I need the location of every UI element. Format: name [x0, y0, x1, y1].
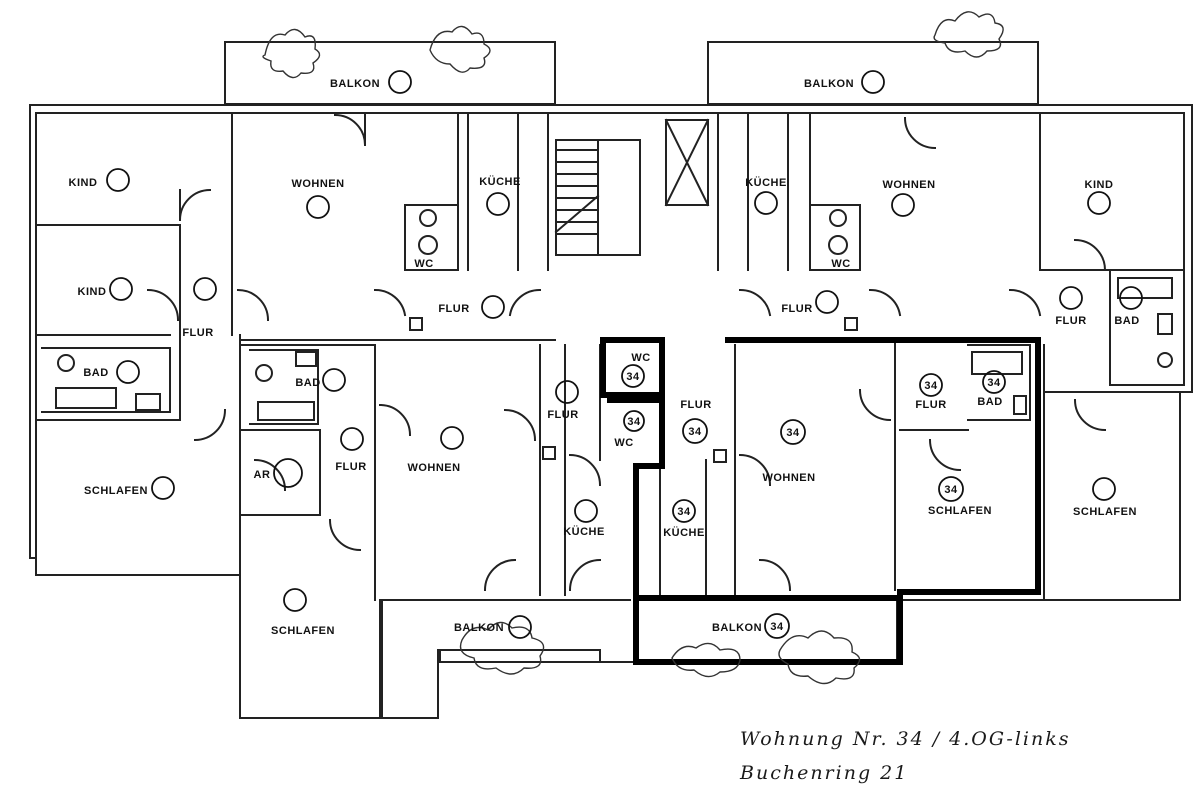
shaft-2 [844, 317, 858, 331]
shrub-5 [671, 642, 741, 678]
shrub-2 [429, 25, 491, 73]
room-label-bad-3: BAD [1114, 315, 1139, 327]
room-marker [815, 290, 839, 314]
unit-34-wohnen-number: 34 [786, 427, 800, 439]
room-label-flur-1: FLUR [182, 327, 213, 339]
room-marker [861, 70, 885, 94]
unit-34-wc-a-number: 34 [626, 371, 640, 383]
room-label-kueche-34: KÜCHE [663, 526, 705, 539]
room-label-kind-2: KIND [78, 286, 107, 298]
room-marker [340, 427, 364, 451]
room-label-balkon-34: BALKON [712, 622, 762, 634]
shrub-6 [778, 630, 861, 685]
caption-apartment: Wohnung Nr. 34 / 4.OG-links [740, 728, 1071, 750]
room-label-bad-2: BAD [295, 377, 320, 389]
elevator [665, 119, 709, 206]
room-label-kind-1: KIND [69, 177, 98, 189]
room-marker-34 [982, 370, 1006, 394]
shrub-1 [262, 28, 321, 79]
room-label-wohnen-34: WOHNEN [762, 472, 815, 484]
room-label-schlafen-1: SCHLAFEN [84, 485, 148, 497]
room-marker [754, 191, 778, 215]
room-label-flur-2: FLUR [438, 303, 469, 315]
room-label-kueche-1: KÜCHE [479, 175, 521, 188]
unit-34-bad-number: 34 [987, 377, 1001, 389]
room-marker [1119, 286, 1143, 310]
room-label-wc-34b: WC [614, 437, 633, 449]
room-marker [388, 70, 412, 94]
room-marker [1059, 286, 1083, 310]
room-label-balkon-nw: BALKON [330, 78, 380, 90]
room-marker [193, 277, 217, 301]
balkon-nw-outline [224, 41, 556, 105]
room-label-bad-34: BAD [977, 396, 1002, 408]
room-label-schlafen-3: SCHLAFEN [1073, 506, 1137, 518]
unit-34-flur-a-number: 34 [688, 426, 702, 438]
room-marker [440, 426, 464, 450]
room-label-flur-34b: FLUR [915, 399, 946, 411]
apartment-34-boundary [600, 337, 1041, 665]
room-marker [1092, 477, 1116, 501]
room-marker [116, 360, 140, 384]
room-label-balkon-ne: BALKON [804, 78, 854, 90]
unit-34-balkon-number: 34 [770, 621, 784, 633]
room-marker-34 [623, 410, 645, 432]
room-marker [486, 192, 510, 216]
room-label-ar: AR [254, 469, 271, 481]
room-label-kueche-3: KÜCHE [563, 525, 605, 538]
unit-34-wc-b-number: 34 [627, 416, 641, 428]
room-label-kueche-2: KÜCHE [745, 176, 787, 189]
shrub-4 [459, 621, 545, 675]
room-label-flur-4: FLUR [1055, 315, 1086, 327]
unit-34-schlafen-number: 34 [944, 484, 958, 496]
unit-34-kueche-number: 34 [677, 506, 691, 518]
room-label-kind-3: KIND [1085, 179, 1114, 191]
room-marker-34 [764, 613, 790, 639]
room-label-schlafen-34: SCHLAFEN [928, 505, 992, 517]
room-label-flur-6: FLUR [547, 409, 578, 421]
shaft-4 [713, 449, 727, 463]
room-marker [151, 476, 175, 500]
room-label-balkon-sw: BALKON [454, 622, 504, 634]
room-marker-34 [780, 419, 806, 445]
room-marker [106, 168, 130, 192]
room-marker [322, 368, 346, 392]
room-marker-34 [621, 364, 645, 388]
room-label-wohnen-2: WOHNEN [407, 462, 460, 474]
room-label-wohnen-3: WOHNEN [882, 179, 935, 191]
room-marker [273, 458, 303, 488]
room-marker-34 [672, 499, 696, 523]
room-marker [283, 588, 307, 612]
building-outline [29, 104, 1193, 719]
room-marker [891, 193, 915, 217]
room-marker [508, 615, 532, 639]
room-label-wohnen-1: WOHNEN [291, 178, 344, 190]
shaft-3 [542, 446, 556, 460]
room-marker [109, 277, 133, 301]
room-marker [306, 195, 330, 219]
room-label-flur-34a: FLUR [680, 399, 711, 411]
shaft-1 [409, 317, 423, 331]
room-label-bad-1: BAD [83, 367, 108, 379]
room-label-wc-1: WC [414, 258, 433, 270]
unit-34-flur-b-number: 34 [924, 380, 938, 392]
room-label-flur-5: FLUR [335, 461, 366, 473]
room-marker [481, 295, 505, 319]
room-marker-34 [919, 373, 943, 397]
room-label-schlafen-2: SCHLAFEN [271, 625, 335, 637]
room-marker [574, 499, 598, 523]
room-marker [555, 380, 579, 404]
caption-address: Buchenring 21 [740, 762, 909, 784]
room-label-wc-2: WC [831, 258, 850, 270]
room-label-wc-34a: WC [631, 352, 650, 364]
room-label-flur-3: FLUR [781, 303, 812, 315]
room-marker-34 [682, 418, 708, 444]
room-marker-34 [938, 476, 964, 502]
shrub-3 [933, 11, 1004, 58]
room-marker [1087, 191, 1111, 215]
